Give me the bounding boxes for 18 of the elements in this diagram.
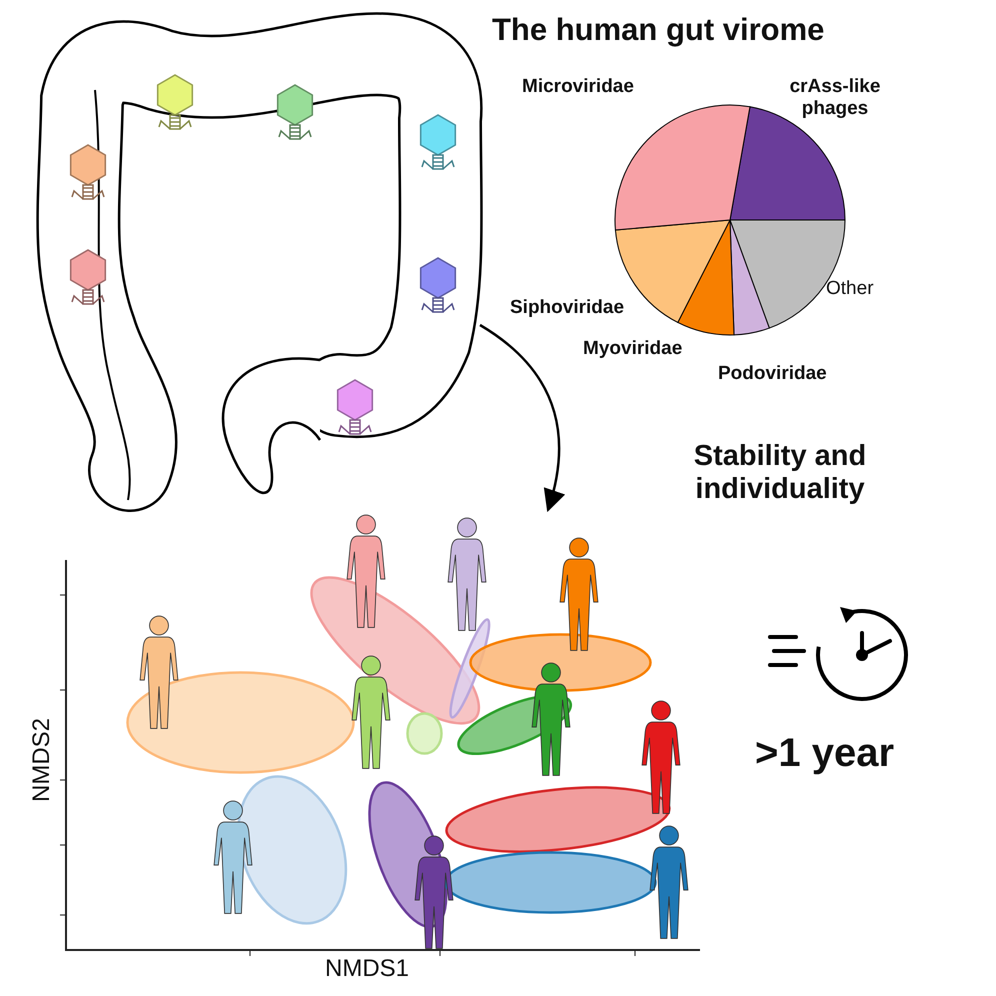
cluster-ellipse bbox=[468, 632, 652, 692]
slice-label: Podoviridae bbox=[718, 363, 827, 385]
annotation-text: Stability and individuality bbox=[692, 440, 868, 507]
curved-arrow bbox=[479, 324, 565, 512]
cluster-ellipse bbox=[236, 775, 348, 925]
slice-label: crAss-like phages bbox=[788, 76, 882, 120]
annotation-text: >1 year bbox=[755, 730, 894, 776]
slice-label: Myoviridae bbox=[583, 338, 682, 360]
axis-label: NMDS2 bbox=[28, 718, 56, 802]
slice-label: Siphoviridae bbox=[510, 297, 624, 319]
cluster-ellipse bbox=[444, 850, 656, 914]
slice-label: Microviridae bbox=[522, 76, 634, 98]
axis-label: NMDS1 bbox=[325, 955, 410, 983]
cluster-ellipse bbox=[126, 670, 354, 774]
cluster-ellipse bbox=[406, 712, 442, 754]
title: The human gut virome bbox=[492, 12, 824, 48]
slice-label: Other bbox=[826, 278, 874, 300]
cluster-ellipse bbox=[445, 786, 671, 854]
